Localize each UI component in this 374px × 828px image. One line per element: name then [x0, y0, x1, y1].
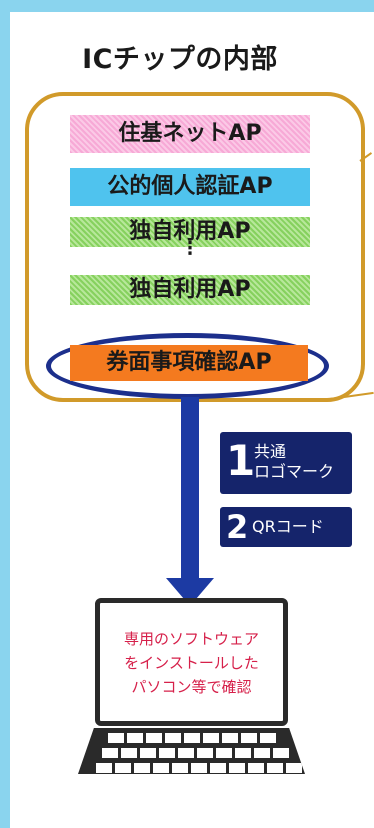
method-label: 共通 ロゴマーク — [254, 442, 335, 481]
keyboard-key — [178, 748, 194, 758]
keyboard-key — [229, 763, 245, 773]
keyboard-key — [108, 733, 124, 743]
keyboard-key — [121, 748, 137, 758]
laptop-screen: 専用のソフトウェア をインストールした パソコン等で確認 — [95, 598, 288, 726]
keyboard-key — [134, 763, 150, 773]
keyboard-key — [273, 748, 289, 758]
method-badge-logo-mark: 1 共通 ロゴマーク — [220, 432, 352, 494]
down-arrow-shaft — [181, 397, 199, 582]
highlight-ellipse — [46, 333, 329, 399]
keyboard-key — [197, 748, 213, 758]
keyboard-key — [191, 763, 207, 773]
ellipsis-dots: ⋮ — [181, 238, 199, 259]
diagram-title: ICチップの内部 — [82, 44, 278, 75]
ap-dokuji-1: 独自利用AP — [70, 217, 310, 247]
ap-jukinet: 住基ネットAP — [70, 115, 310, 153]
keyboard-key — [235, 748, 251, 758]
keyboard-key — [241, 733, 257, 743]
keyboard-key — [102, 748, 118, 758]
ap-dokuji-2: 独自利用AP — [70, 275, 310, 305]
keyboard-key — [146, 733, 162, 743]
keyboard-key — [254, 748, 270, 758]
keyboard-keys — [78, 728, 305, 774]
keyboard-key — [216, 748, 232, 758]
keyboard-key — [153, 763, 169, 773]
method-label: QRコード — [252, 517, 324, 536]
laptop-screen-text: 専用のソフトウェア をインストールした パソコン等で確認 — [123, 630, 259, 696]
keyboard-key — [159, 748, 175, 758]
keyboard-key — [172, 763, 188, 773]
keyboard-key — [203, 733, 219, 743]
keyboard-key — [267, 763, 283, 773]
method-badge-qr-code: 2 QRコード — [220, 507, 352, 547]
ap-kenmen-jiko: 券面事項確認AP — [70, 345, 308, 381]
keyboard-key — [248, 763, 264, 773]
keyboard-key — [286, 763, 302, 773]
keyboard-key — [127, 733, 143, 743]
keyboard-key — [210, 763, 226, 773]
keyboard-key — [96, 763, 112, 773]
method-number: 2 — [226, 508, 249, 546]
ap-kojin-ninsho: 公的個人認証AP — [70, 168, 310, 206]
method-number: 1 — [226, 436, 256, 485]
keyboard-key — [222, 733, 238, 743]
keyboard-key — [184, 733, 200, 743]
keyboard-key — [115, 763, 131, 773]
laptop-keyboard-icon — [78, 728, 305, 774]
keyboard-key — [140, 748, 156, 758]
keyboard-key — [165, 733, 181, 743]
keyboard-key — [260, 733, 276, 743]
